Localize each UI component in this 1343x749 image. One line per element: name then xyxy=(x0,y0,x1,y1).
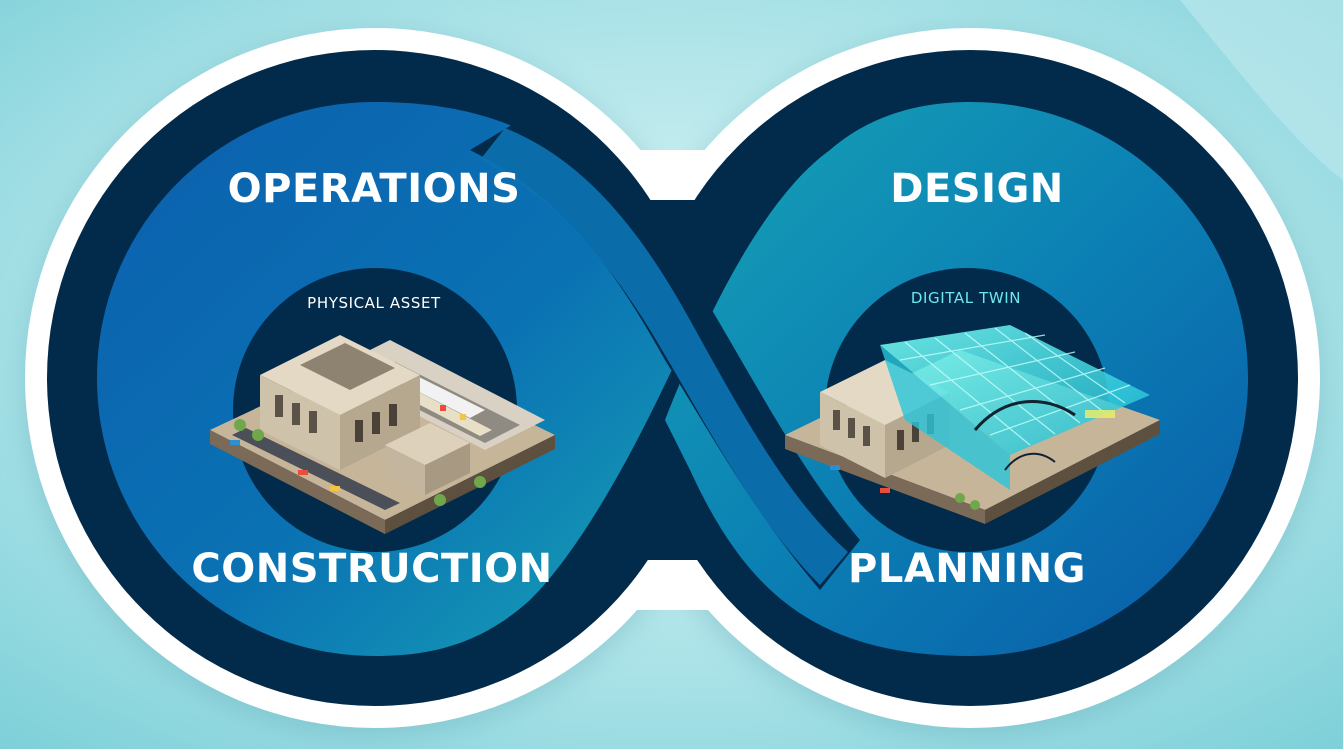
label-design: DESIGN xyxy=(890,166,1064,212)
label-operations: OPERATIONS xyxy=(227,166,521,212)
digital-twin-illustration xyxy=(785,325,1160,524)
crossing-band-2 xyxy=(480,128,848,585)
physical-asset-illustration xyxy=(210,335,555,534)
bg-accent xyxy=(1180,0,1343,180)
label-construction: CONSTRUCTION xyxy=(191,546,553,592)
label-physical-asset: PHYSICAL ASSET xyxy=(307,294,441,312)
label-planning: PLANNING xyxy=(848,546,1086,592)
label-digital-twin: DIGITAL TWIN xyxy=(910,289,1022,307)
